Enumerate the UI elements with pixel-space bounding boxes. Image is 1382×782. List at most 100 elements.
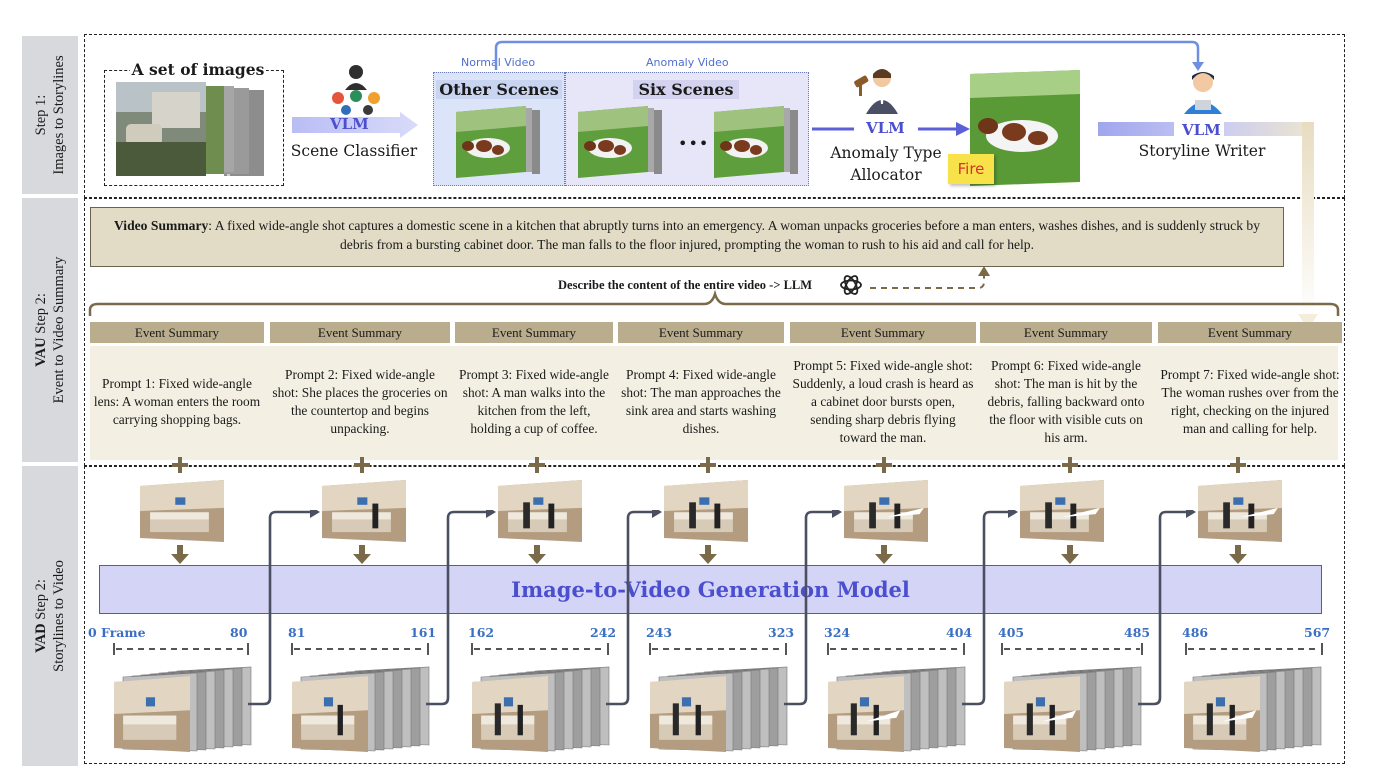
- frame-end: 161: [410, 625, 437, 640]
- summary-brace: [88, 290, 1340, 316]
- image-set-title: A set of images: [130, 60, 266, 79]
- frame-end: 485: [1124, 625, 1151, 640]
- image-to-video-model: Image-to-Video Generation Model: [99, 565, 1322, 614]
- event-panel: [90, 346, 1338, 460]
- generated-frames-1: [114, 666, 252, 752]
- plus-icon: [876, 457, 892, 473]
- frame-range-bracket: [1185, 643, 1323, 655]
- event-summary-header: Event Summary: [790, 322, 976, 343]
- frame-range-bracket: [649, 643, 787, 655]
- writer-arrow: [1098, 119, 1318, 330]
- event-prompt-4: Prompt 4: Fixed wide-angle shot: The man…: [621, 367, 781, 436]
- storyline-writer-label: Storyline Writer: [1138, 142, 1266, 160]
- plus-icon: [1230, 457, 1246, 473]
- writer-icon: [1184, 72, 1222, 114]
- step1-frame: [84, 34, 1345, 198]
- generated-frames-7: [1184, 666, 1322, 752]
- plus-icon: [529, 457, 545, 473]
- anomaly-allocator-label: Anomaly Type Allocator: [830, 144, 942, 184]
- event-summary-header: Event Summary: [1158, 322, 1342, 343]
- continuation-arrow: [248, 510, 320, 706]
- keyframe-6: [1020, 480, 1104, 542]
- plus-icon: [700, 457, 716, 473]
- frame-start: 405: [998, 625, 1025, 640]
- video-summary-text: : A fixed wide-angle shot captures a dom…: [208, 218, 1260, 252]
- fire-tag: Fire: [948, 154, 994, 184]
- vlm-label-1: VLM: [330, 115, 369, 133]
- frame-end: 80: [230, 625, 248, 640]
- event-summary-header: Event Summary: [270, 322, 450, 343]
- event-prompt-5: Prompt 5: Fixed wide-angle shot: Suddenl…: [792, 358, 974, 445]
- six-scenes-title: Six Scenes: [633, 80, 739, 99]
- vlm-label-3: VLM: [1182, 121, 1221, 139]
- frame-start: 81: [288, 625, 306, 640]
- event-summary-header: Event Summary: [618, 322, 784, 343]
- image-stack: [116, 82, 264, 176]
- continuation-arrow: [784, 510, 842, 706]
- frame-start: 243: [646, 625, 673, 640]
- keyframe-2: [322, 480, 406, 542]
- continuation-arrow: [962, 510, 1018, 706]
- down-arrow-icon: [1061, 545, 1079, 564]
- video-summary-title: Video Summary: [114, 218, 209, 233]
- ellipsis: •••: [678, 134, 710, 153]
- frame-start: 486: [1182, 625, 1209, 640]
- step2-vad-label: VAD Step 2:Storylines to Video: [33, 560, 67, 672]
- vlm-label-2: VLM: [866, 119, 905, 137]
- vlm-arrow-2: [812, 119, 970, 139]
- frame-range-bracket: [113, 643, 249, 655]
- anomaly-video-label: Anomaly Video: [646, 56, 729, 69]
- continuation-arrow: [426, 510, 496, 706]
- describe-arrow: [870, 266, 990, 289]
- keyframe-4: [664, 480, 748, 542]
- event-prompt-2: Prompt 2: Fixed wide-angle shot: She pla…: [272, 367, 448, 436]
- down-arrow-icon: [875, 545, 893, 564]
- cow-scene-anomaly-1: [578, 106, 662, 178]
- scene-classifier-icon: [332, 65, 380, 115]
- down-arrow-icon: [171, 545, 189, 564]
- generated-frames-6: [1004, 666, 1142, 752]
- generated-frames-3: [472, 666, 610, 752]
- step2-vau-band: VAU Step 2:Event to Video Summary: [22, 198, 78, 462]
- continuation-arrow: [606, 510, 662, 706]
- plus-icon: [1062, 457, 1078, 473]
- video-summary-box: Video Summary: A fixed wide-angle shot c…: [90, 207, 1284, 267]
- event-prompt-6: Prompt 6: Fixed wide-angle shot: The man…: [987, 358, 1145, 445]
- frame-range-bracket: [827, 643, 965, 655]
- vlm-arrow-1: [292, 112, 418, 138]
- cow-scene-normal: [456, 106, 540, 178]
- step2-vau-label: VAU Step 2:Event to Video Summary: [33, 256, 67, 404]
- openai-logo-icon: [840, 275, 862, 295]
- scene-classifier-label: Scene Classifier: [290, 142, 418, 160]
- step2-vad-band: VAD Step 2:Storylines to Video: [22, 466, 78, 766]
- generated-frames-5: [828, 666, 966, 752]
- frame-range-bracket: [1001, 643, 1143, 655]
- cow-scene-anomaly-2: [714, 106, 798, 178]
- fire-cow-scene: [970, 70, 1080, 186]
- frame-end: 567: [1304, 625, 1331, 640]
- keyframe-1: [140, 480, 224, 542]
- plus-icon: [354, 457, 370, 473]
- frame-end: 242: [590, 625, 617, 640]
- continuation-arrow: [1138, 510, 1196, 706]
- keyframe-5: [844, 480, 928, 542]
- frame-start: 0 Frame: [88, 625, 146, 640]
- frame-range-bracket: [471, 643, 609, 655]
- down-arrow-icon: [1229, 545, 1247, 564]
- frame-range-bracket: [291, 643, 429, 655]
- other-scenes-title: Other Scenes: [436, 80, 562, 99]
- generated-frames-2: [292, 666, 430, 752]
- step1-band: Step 1:Images to Storylines: [22, 36, 78, 194]
- down-arrow-icon: [528, 545, 546, 564]
- describe-label: Describe the content of the entire video…: [558, 278, 813, 292]
- step1-label: Step 1:Images to Storylines: [33, 55, 67, 175]
- event-summary-header: Event Summary: [90, 322, 264, 343]
- keyframe-3: [498, 480, 582, 542]
- down-arrow-icon: [699, 545, 717, 564]
- plus-icon: [172, 457, 188, 473]
- frame-start: 162: [468, 625, 495, 640]
- frame-end: 323: [768, 625, 795, 640]
- event-prompt-3: Prompt 3: Fixed wide-angle shot: A man w…: [459, 367, 609, 436]
- normal-video-label: Normal Video: [461, 56, 536, 69]
- down-arrow-icon: [353, 545, 371, 564]
